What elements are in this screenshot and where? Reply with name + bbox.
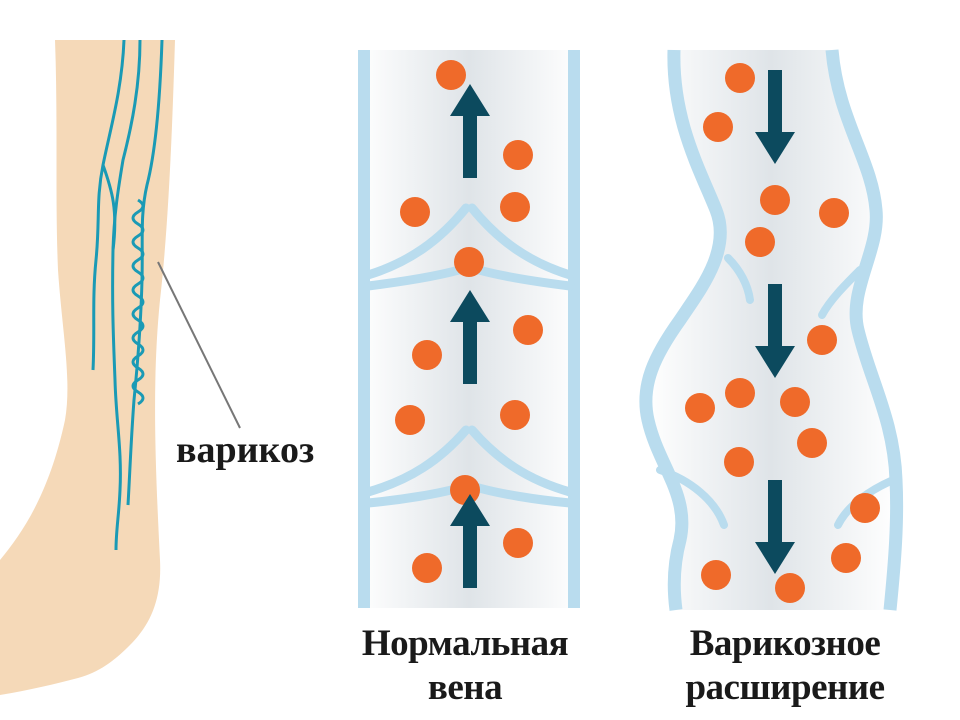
varicose-callout-label: варикоз [176,429,315,471]
blood-cell-icon [503,528,533,558]
varicose-vein-wall-right [825,49,904,611]
normal-vein-blood-cells [395,60,543,583]
blood-cell-icon [454,247,484,277]
blood-cell-icon [831,543,861,573]
varicose-vein-caption: Варикозное расширение [640,622,930,710]
blood-cell-icon [724,447,754,477]
blood-cell-icon [701,560,731,590]
blood-cell-icon [513,315,543,345]
blood-cell-icon [725,378,755,408]
blood-cell-icon [745,227,775,257]
blood-cell-icon [807,325,837,355]
normal-vein-caption-line2: вена [427,667,503,708]
blood-cell-icon [725,63,755,93]
blood-cell-icon [703,112,733,142]
blood-cell-icon [685,393,715,423]
varicose-vein-wall-left [639,49,727,611]
blood-cell-icon [850,493,880,523]
varicose-vein-blood-cells [685,63,880,603]
normal-vein-caption-line1: Нормальная [361,623,569,664]
leg-veins [91,39,164,551]
blood-cell-icon [412,553,442,583]
blood-cell-icon [400,197,430,227]
blood-cell-icon [500,400,530,430]
leg-shape [0,40,175,695]
blood-cell-icon [450,475,480,505]
varicose-vein-caption-line1: Варикозное [689,623,881,664]
blood-cell-icon [760,185,790,215]
blood-cell-icon [780,387,810,417]
leg-illustration [0,39,241,695]
varicose-vein-caption-line2: расширение [685,667,885,708]
normal-vein-diagram [358,50,580,608]
blood-cell-icon [775,573,805,603]
blood-cell-icon [395,405,425,435]
blood-cell-icon [503,140,533,170]
blood-cell-icon [797,428,827,458]
blood-cell-icon [819,198,849,228]
callout-pointer [157,261,241,429]
normal-vein-caption: Нормальная вена [330,622,600,710]
blood-cell-icon [500,192,530,222]
blood-cell-icon [436,60,466,90]
varicose-vein-diagram [639,49,904,611]
blood-cell-icon [412,340,442,370]
